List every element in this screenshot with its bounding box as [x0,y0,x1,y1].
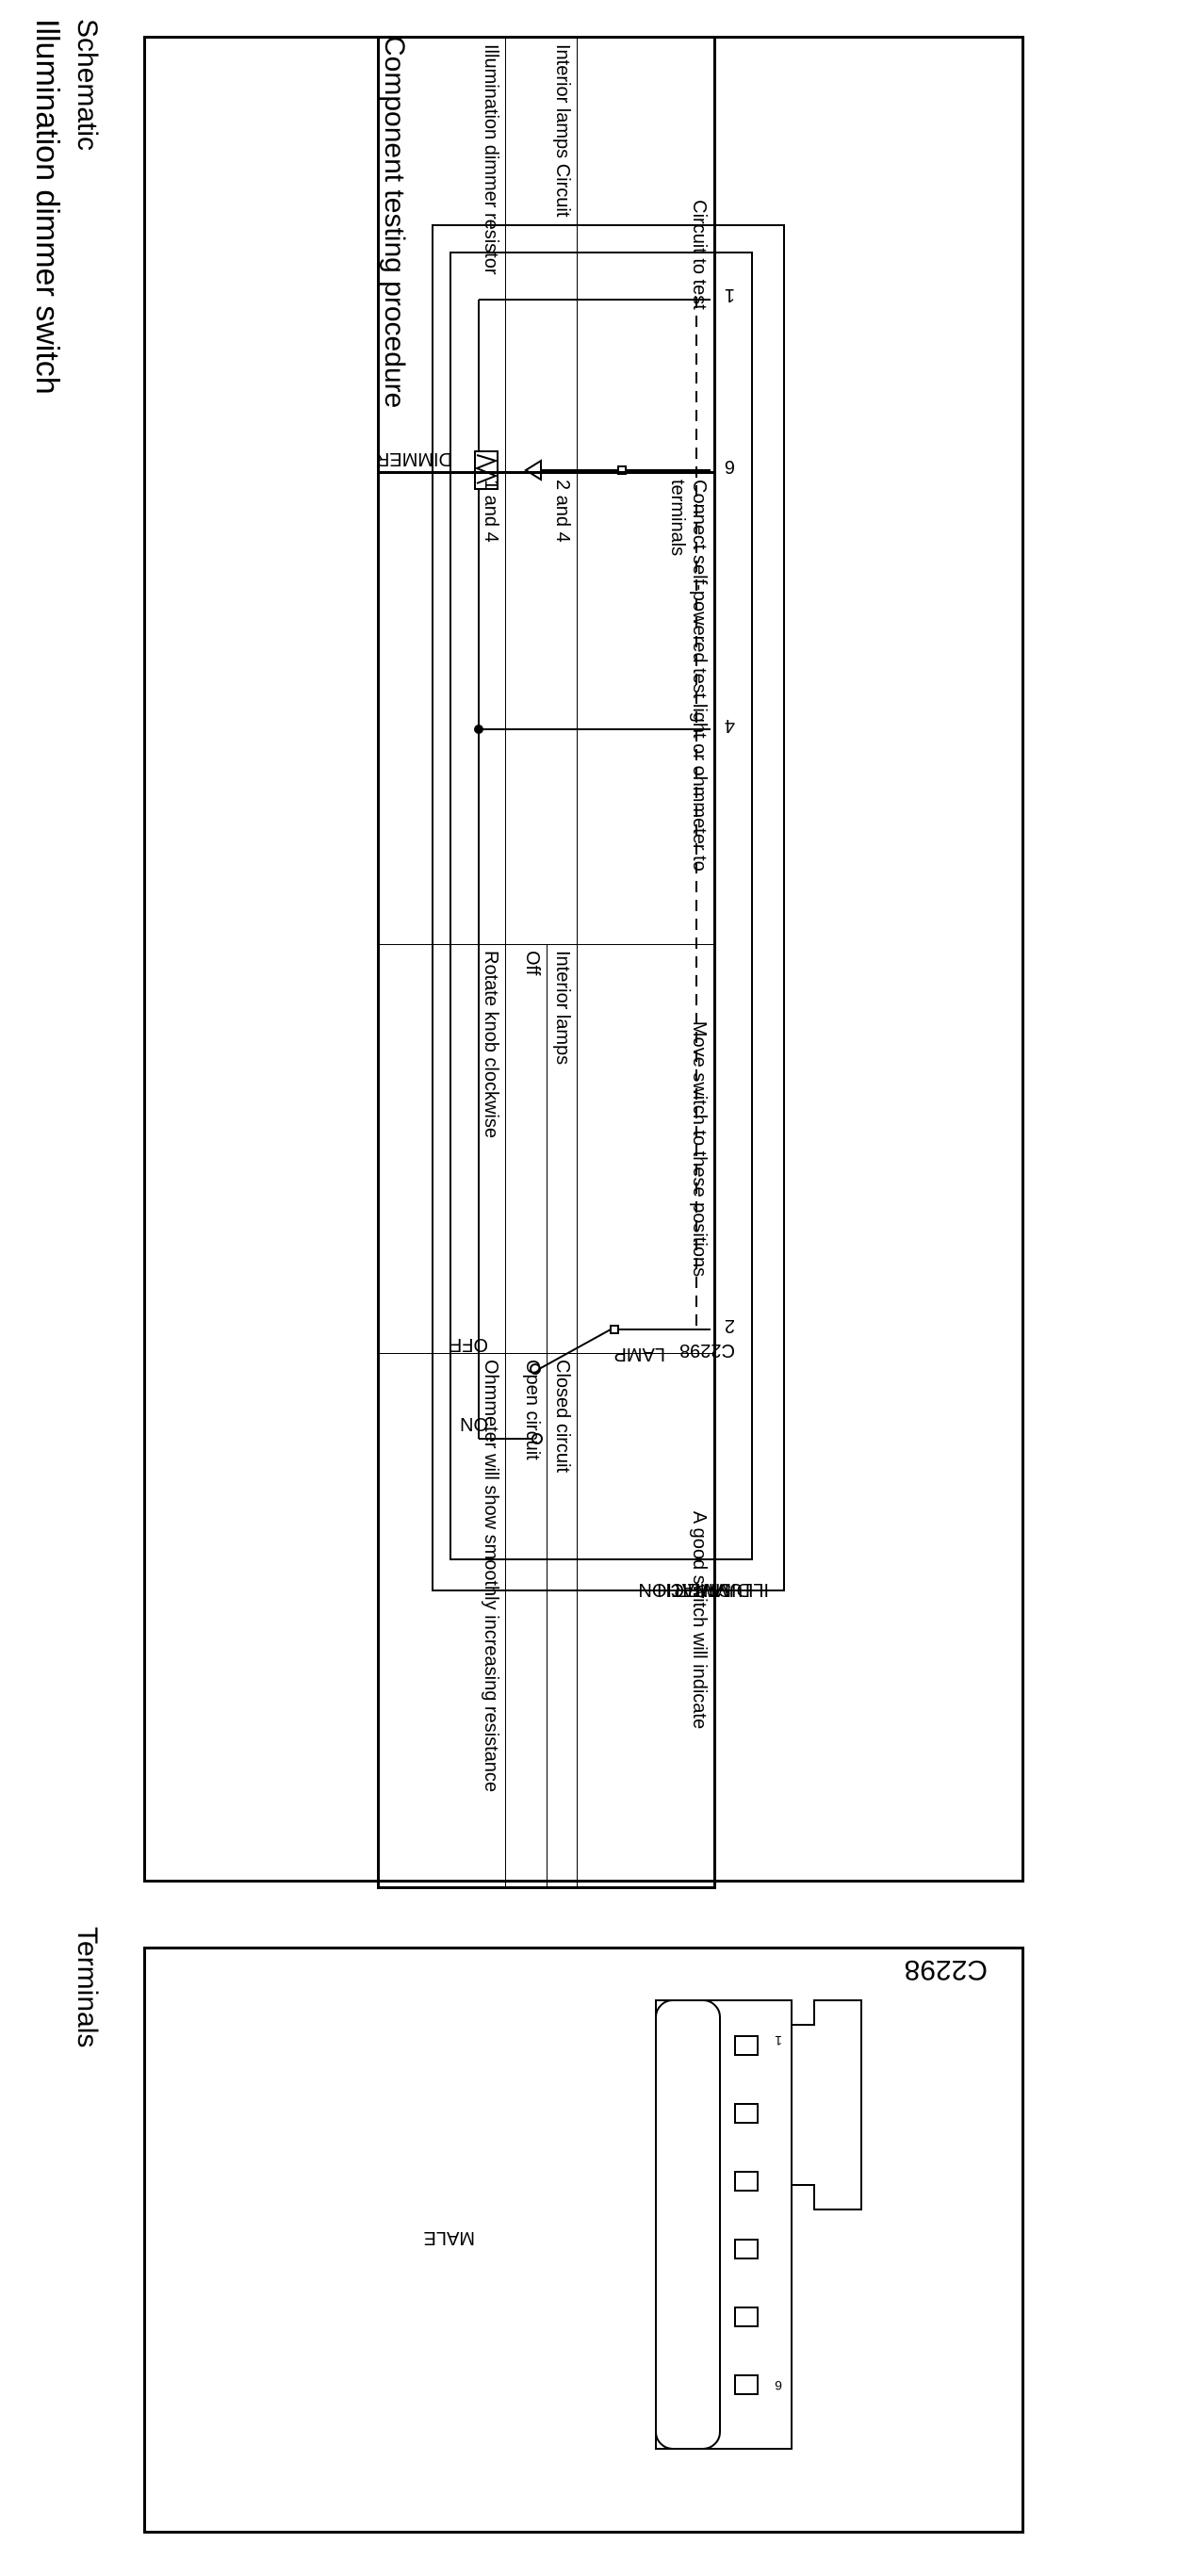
connector-drawing: C2298 1 6 MALE [424,1954,988,2450]
pin-cavity [734,2307,759,2327]
pin-label-2: 2 [725,1315,735,1336]
component-label-line-2: DIMMER [674,1579,750,1600]
switch-off-contact [530,1363,541,1375]
dimmer-label: DIMMER [376,448,452,469]
schematic-frame: 1 6 4 2 C2298 DIMMER LAMP OFF ON ILLUMIN… [143,36,1024,1883]
pin-label-1: 1 [725,285,735,305]
switch-housing-outer [432,224,785,1591]
switch-on-contact [531,1433,543,1444]
connector-latch [791,1999,862,2210]
terminal-pin-first: 1 [775,2033,782,2048]
connector-body-rear [655,1999,721,2450]
pin-cavity [734,2239,759,2259]
on-label: ON [460,1413,488,1434]
dimmer-wiper-arrow [524,459,542,481]
terminal-pin-last: 6 [775,2378,782,2393]
pin-cavity [734,2171,759,2192]
terminals-connector-label: C2298 [905,1954,988,1985]
connector-body [655,1999,793,2450]
dimmer-resistor [474,450,499,490]
lamp-label: LAMP [614,1344,665,1364]
pin-label-4: 4 [725,715,735,736]
pin-cavity [734,2374,759,2395]
pin-label-6: 6 [725,456,735,477]
procedure-section [0,0,1177,1177]
schematic-diagram: 1 6 4 2 C2298 DIMMER LAMP OFF ON ILLUMIN… [376,224,785,1600]
connector-label: C2298 [679,1340,735,1361]
component-label-line-3: SWITCH [657,1579,731,1600]
switch-housing-inner [450,252,753,1560]
terminals-frame: C2298 1 6 MALE [143,1947,1024,2534]
switch-arm [538,1329,612,1370]
connector-pins [734,2035,759,2395]
component-label-line-1: ILLUMINATION [638,1579,769,1600]
off-label: OFF [450,1334,488,1355]
pin-cavity [734,2035,759,2056]
gender-label: MALE [424,2227,475,2248]
pin-cavity [734,2103,759,2124]
terminals-heading: Terminals [72,1927,103,2048]
